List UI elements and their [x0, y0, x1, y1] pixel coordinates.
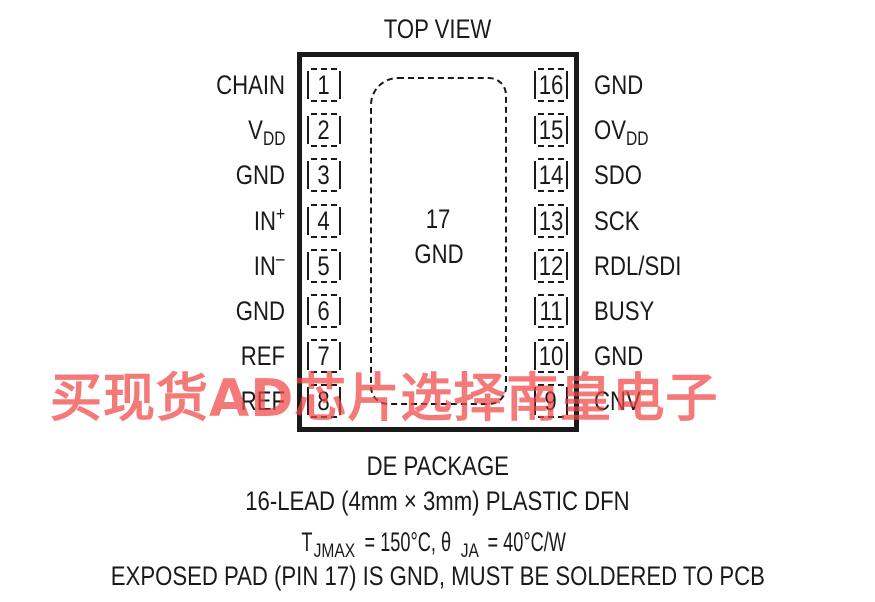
exposed-pad-label: GND — [413, 239, 464, 269]
pin-number-4: 4 — [301, 206, 347, 236]
pin-label-9: CNV — [594, 386, 641, 416]
pin-lead-7 — [307, 339, 341, 374]
pin-label-7: REF — [241, 341, 285, 371]
pin-number-8: 8 — [301, 386, 347, 416]
pin-number-15: 15 — [528, 115, 574, 145]
pin-label-text: GND — [235, 160, 285, 191]
pin-lead-2 — [307, 113, 341, 148]
pin-lead-9 — [534, 384, 568, 419]
pin-label-5: IN– — [254, 248, 285, 281]
pin-number-text: 3 — [317, 160, 331, 191]
pin-number-9: 9 — [528, 386, 574, 416]
pin-label-text: GND — [594, 341, 644, 372]
exposed-pad-note: EXPOSED PAD (PIN 17) IS GND, MUST BE SOL… — [110, 561, 765, 591]
pin-lead-3 — [307, 158, 341, 193]
pin-lead-5 — [307, 248, 341, 283]
pin-number-6: 6 — [301, 296, 347, 326]
pin-number-text: 12 — [538, 250, 564, 281]
pin-label-subscript: DD — [625, 129, 649, 151]
pin-label-3: GND — [236, 160, 285, 190]
exposed-pad — [370, 77, 507, 405]
view-title: TOP VIEW — [383, 14, 492, 44]
pin-number-1: 1 — [301, 70, 347, 100]
pin-label-text: SDO — [594, 160, 642, 191]
pin-label-text: CHAIN — [216, 70, 285, 100]
pin-label-15: OVDD — [594, 115, 649, 149]
pin-number-text: 7 — [317, 341, 331, 372]
pin-number-11: 11 — [528, 296, 574, 326]
pin-number-text: 4 — [317, 205, 331, 236]
pin-label-4: IN+ — [253, 203, 285, 236]
pin-label-text: V — [247, 115, 263, 146]
pin-number-text: 5 — [317, 250, 331, 281]
pin-label-text: SCK — [594, 205, 640, 236]
pin-lead-16 — [534, 68, 568, 102]
pin-number-13: 13 — [528, 206, 574, 236]
pin-number-text: 16 — [538, 70, 564, 100]
watermark-text: 买现货AD芯片选择南皇电子 — [50, 369, 719, 429]
pin-label-2: VDD — [247, 115, 285, 149]
pin-label-text: GND — [235, 296, 285, 326]
pin-label-text: OV — [594, 115, 626, 146]
pin-label-subscript: DD — [262, 129, 285, 151]
pin-lead-13 — [534, 203, 568, 238]
package-name: DE PACKAGE — [366, 451, 509, 481]
pin-number-text: 14 — [538, 160, 564, 191]
pin-label-text: CNV — [594, 386, 641, 417]
pin-label-text: IN — [253, 205, 276, 236]
pin-label-text: IN — [254, 250, 277, 281]
pin-number-text: 15 — [538, 115, 564, 146]
pin-label-superscript: + — [275, 203, 285, 225]
package-outline — [297, 52, 579, 432]
pin-number-2: 2 — [301, 115, 347, 145]
pin-lead-14 — [534, 158, 568, 193]
pin-lead-12 — [534, 248, 568, 283]
pin-number-5: 5 — [301, 251, 347, 281]
pin-lead-15 — [534, 113, 568, 148]
pin-number-text: 13 — [538, 205, 564, 236]
pin-number-3: 3 — [301, 160, 347, 190]
pin-label-text: REF — [240, 386, 285, 417]
pin-label-12: RDL/SDI — [594, 251, 681, 281]
pin-number-text: 9 — [544, 386, 558, 417]
pin-label-16: GND — [594, 70, 643, 100]
pin-lead-8 — [307, 384, 341, 419]
pin-label-text: GND — [594, 70, 644, 100]
pin-number-14: 14 — [528, 160, 574, 190]
package-description: 16-LEAD (4mm × 3mm) PLASTIC DFN — [245, 486, 630, 516]
pin-lead-6 — [307, 294, 341, 328]
pin-label-superscript: – — [276, 248, 285, 270]
pin-number-text: 6 — [317, 296, 331, 326]
pin-number-12: 12 — [528, 251, 574, 281]
pin-number-10: 10 — [528, 341, 574, 371]
pin-number-text: 8 — [317, 386, 331, 417]
pin-label-text: REF — [240, 341, 285, 372]
pin-label-13: SCK — [594, 206, 640, 236]
pin-lead-1 — [307, 68, 341, 102]
pin-number-text: 1 — [317, 70, 331, 100]
pin-number-text: 10 — [538, 341, 564, 372]
pin-label-6: GND — [236, 296, 285, 326]
pin-label-text: BUSY — [594, 296, 655, 326]
pin-label-10: GND — [594, 341, 643, 371]
pin-lead-11 — [534, 294, 568, 328]
pin-lead-10 — [534, 339, 568, 374]
exposed-pad-number: 17 — [426, 204, 451, 234]
pin-number-16: 16 — [528, 70, 574, 100]
pin-label-11: BUSY — [594, 296, 654, 326]
pin-label-1: CHAIN — [216, 70, 285, 100]
pin-number-7: 7 — [301, 341, 347, 371]
pin-label-text: RDL/SDI — [594, 250, 682, 281]
pin-number-text: 2 — [317, 115, 331, 146]
pin-label-14: SDO — [594, 160, 642, 190]
pin-label-8: REF — [241, 386, 285, 416]
pin-lead-4 — [307, 203, 341, 238]
pin-number-text: 11 — [539, 296, 563, 326]
